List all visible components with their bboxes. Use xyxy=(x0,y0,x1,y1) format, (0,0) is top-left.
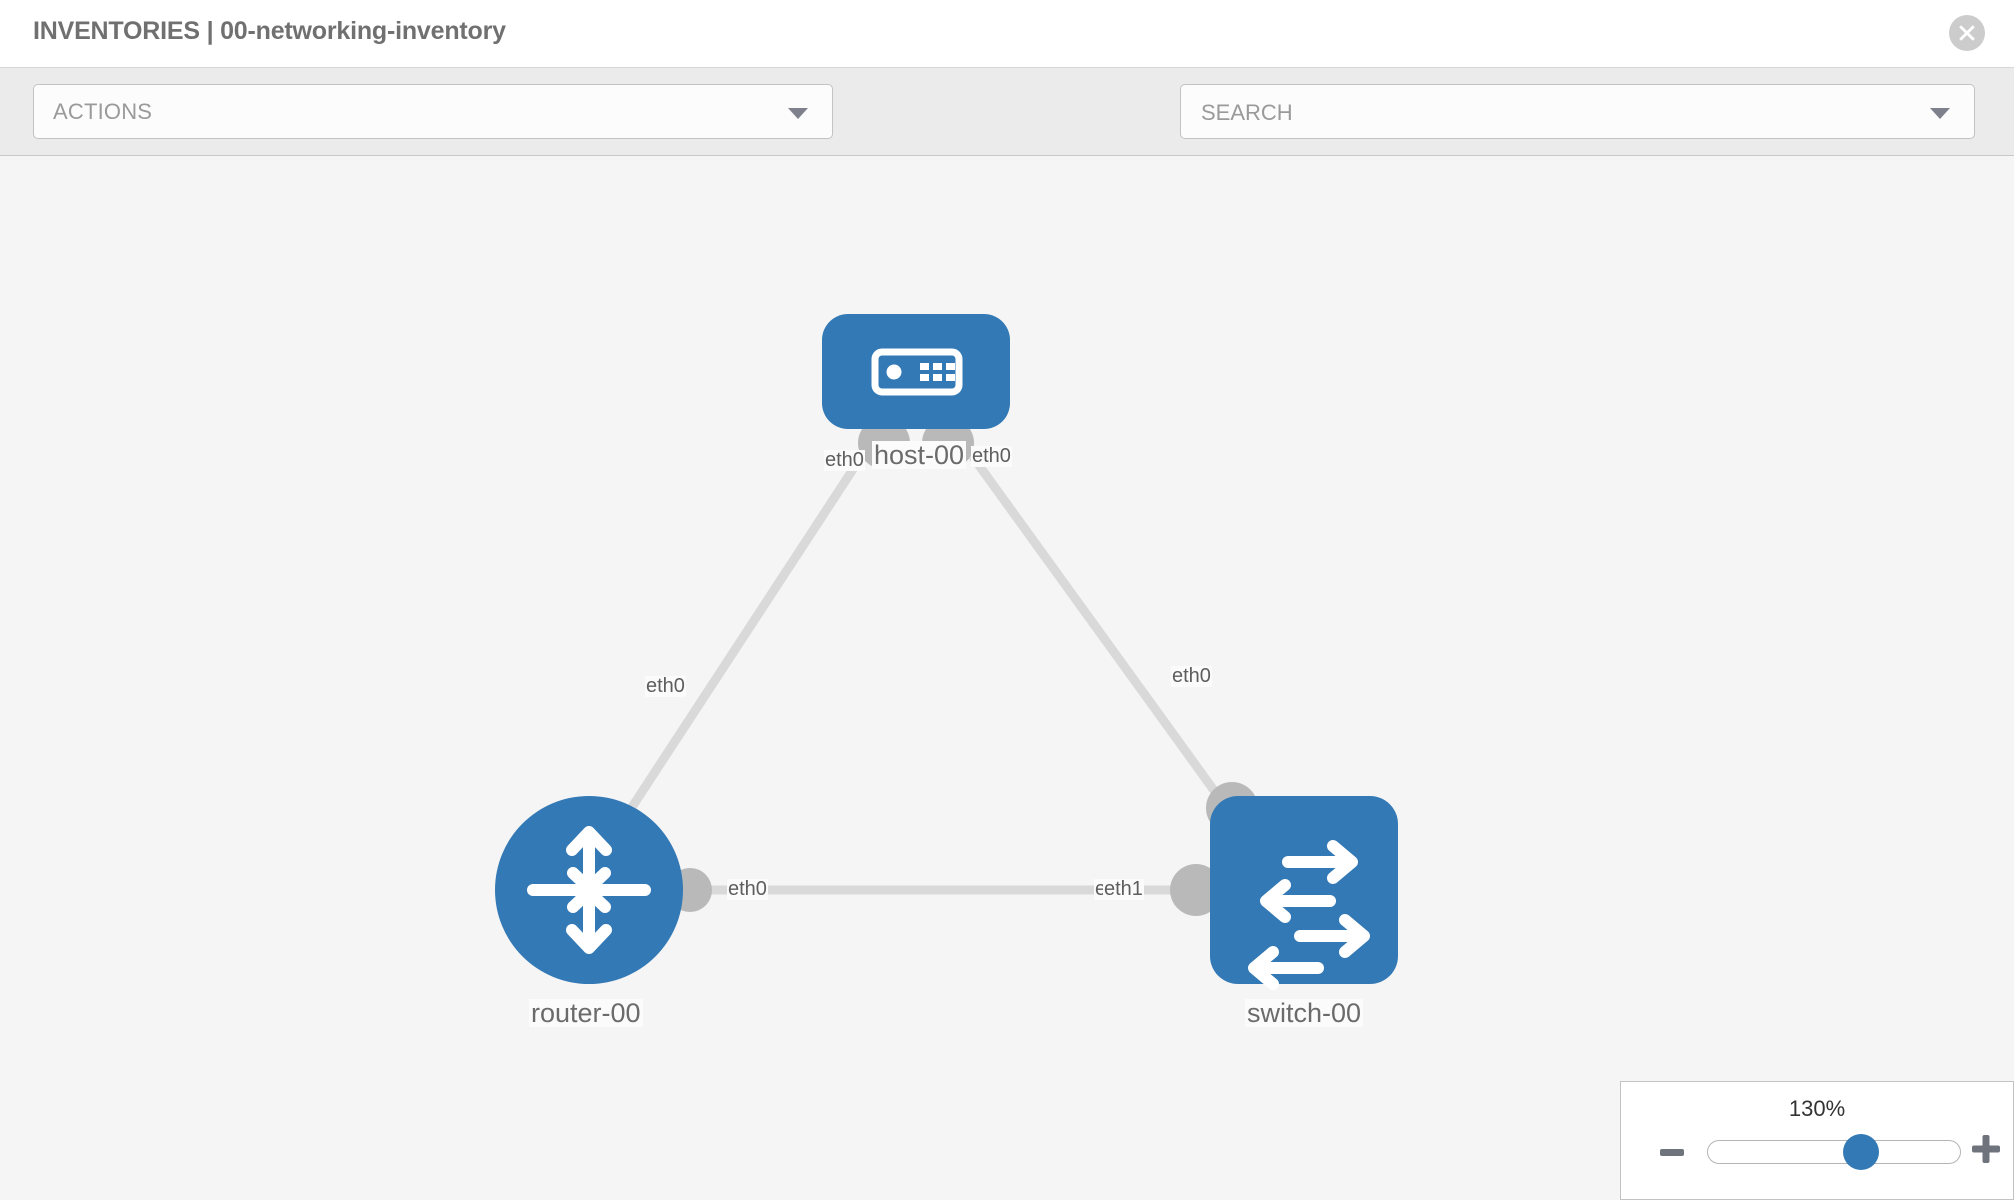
edge-host00-router00[interactable] xyxy=(596,425,884,859)
iface-label-switch00-to-router00: eth1 xyxy=(1103,878,1144,900)
iface-label-host00-to-router00: eth0 xyxy=(824,449,865,471)
server-appliance-icon xyxy=(871,348,963,396)
close-icon[interactable] xyxy=(1949,15,1985,51)
iface-label-switch00-to-host00: eth0 xyxy=(1171,665,1212,687)
minus-icon[interactable] xyxy=(1659,1140,1685,1166)
router-four-arrows-icon xyxy=(527,826,651,954)
interface-endpoint-layer xyxy=(668,417,1258,916)
edge-layer xyxy=(596,425,1222,895)
search-input[interactable] xyxy=(1199,85,1903,140)
page-header: INVENTORIES | 00-networking-inventory xyxy=(0,0,2014,68)
plus-glyph xyxy=(1972,1135,2000,1163)
close-x-glyph xyxy=(1959,25,1975,41)
plus-icon[interactable] xyxy=(1971,1134,2001,1164)
actions-dropdown-label: ACTIONS xyxy=(53,99,153,124)
toolbar: ACTIONS xyxy=(0,68,2014,193)
node-host-00[interactable] xyxy=(822,314,1010,429)
zoom-slider-track[interactable] xyxy=(1707,1134,1961,1170)
iface-label-router00-to-host00: eth0 xyxy=(645,675,686,697)
topology-canvas[interactable]: host-00 router-00 switch-00 eth0 eth0 et… xyxy=(0,156,2014,1200)
chevron-down-icon[interactable] xyxy=(1930,107,1950,119)
edge-host00-switch00[interactable] xyxy=(948,425,1222,799)
switch-bidirectional-arrows-icon xyxy=(1248,840,1370,990)
node-label-router-00: router-00 xyxy=(529,998,643,1028)
node-router-00[interactable] xyxy=(495,796,683,984)
zoom-slider-thumb[interactable] xyxy=(1843,1134,1879,1170)
iface-label-router00-to-switch00: eth0 xyxy=(727,878,768,900)
topology-graph xyxy=(495,314,1398,990)
search-box[interactable] xyxy=(1180,84,1975,140)
endpoint-switch00-eth1[interactable] xyxy=(1170,864,1222,916)
chevron-down-icon xyxy=(788,107,808,119)
node-switch-00[interactable] xyxy=(1210,796,1398,990)
zoom-control-panel: 130% xyxy=(1620,1081,2014,1200)
node-label-host-00: host-00 xyxy=(872,440,967,470)
page-title: INVENTORIES | 00-networking-inventory xyxy=(33,17,506,45)
zoom-level-label: 130% xyxy=(1788,1096,1846,1121)
actions-dropdown[interactable]: ACTIONS xyxy=(33,84,833,139)
iface-label-host00-to-switch00: eth0 xyxy=(971,445,1012,467)
node-label-switch-00: switch-00 xyxy=(1245,998,1364,1028)
minus-glyph xyxy=(1660,1149,1684,1156)
